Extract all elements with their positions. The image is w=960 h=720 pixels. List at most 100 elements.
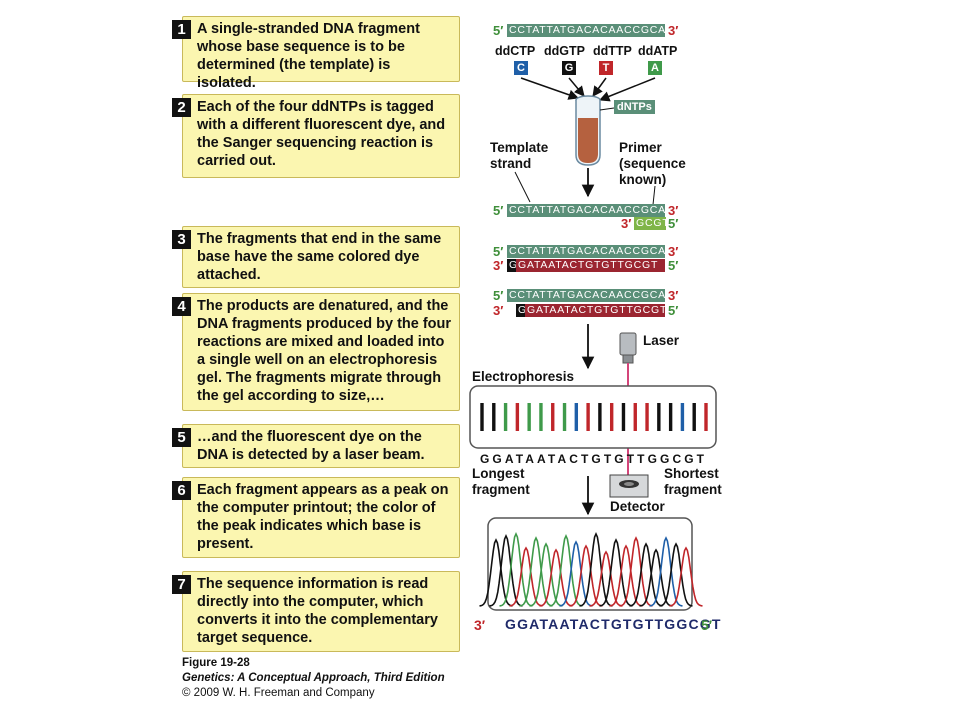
step-2-text: Each of the four ddNTPs is tagged with a… bbox=[197, 99, 446, 169]
five-prime-label: 5′ bbox=[493, 244, 504, 259]
step-5-box: …and the fluorescent dye on the DNA is d… bbox=[182, 424, 460, 468]
arrow-icon bbox=[520, 77, 579, 100]
chromatogram-peak bbox=[629, 542, 663, 607]
chromatogram-peak bbox=[499, 532, 533, 607]
chromatogram-peak bbox=[609, 544, 643, 607]
step-7-text: The sequence information is read directl… bbox=[197, 576, 438, 646]
chromatogram-peak bbox=[569, 544, 603, 607]
laser-label: Laser bbox=[643, 333, 680, 348]
c-base-box: C bbox=[514, 61, 528, 75]
step-2-box: Each of the four ddNTPs is tagged with a… bbox=[182, 94, 460, 178]
step-number: 2 bbox=[172, 98, 191, 117]
extended-strand-denatured: GATAATACTGTGTTGCGT bbox=[525, 304, 668, 317]
electrophoresis-gel bbox=[469, 385, 717, 449]
chromatogram-peak bbox=[549, 534, 583, 607]
chromatogram-peaks bbox=[479, 532, 703, 607]
five-prime-label: 5′ bbox=[668, 303, 679, 318]
three-prime-label: 3′ bbox=[493, 303, 504, 318]
arrow-icon bbox=[599, 77, 656, 102]
step-number: 6 bbox=[172, 481, 191, 500]
step-number: 4 bbox=[172, 297, 191, 316]
five-prime-label: 5′ bbox=[493, 288, 504, 303]
laser-icon bbox=[619, 332, 637, 364]
detector-label: Detector bbox=[610, 499, 665, 514]
shortest-fragment-label: Shortest fragment bbox=[664, 466, 722, 497]
template-strand-annealed: CCTATTATGACACAACCGCA bbox=[507, 204, 666, 217]
step-7-box: The sequence information is read directl… bbox=[182, 571, 460, 652]
ddctp-label: ddCTP bbox=[495, 44, 536, 58]
chromatogram-peak bbox=[519, 536, 553, 607]
five-prime-label: 5′ bbox=[701, 617, 713, 633]
extended-strand: GATAATACTGTGTTGCGT bbox=[516, 259, 665, 272]
step-6-box: Each fragment appears as a peak on the c… bbox=[182, 477, 460, 558]
step-1-box: A single-stranded DNA fragment whose bas… bbox=[182, 16, 460, 91]
five-prime-label: 5′ bbox=[668, 258, 679, 273]
gel-bands bbox=[480, 403, 708, 431]
step-number: 5 bbox=[172, 428, 191, 447]
three-prime-label: 3′ bbox=[668, 244, 679, 259]
three-prime-label: 3′ bbox=[493, 258, 504, 273]
ddgtp-label: ddGTP bbox=[544, 44, 585, 58]
chromatogram-peak bbox=[529, 542, 563, 607]
chromatogram-peak bbox=[479, 538, 513, 607]
step-number: 3 bbox=[172, 230, 191, 249]
chromatogram-peak bbox=[639, 548, 673, 607]
arrow-icon bbox=[592, 77, 607, 97]
template-strand-label: Template strand bbox=[490, 140, 549, 171]
g-terminator: G bbox=[507, 259, 518, 272]
electrophoresis-label: Electrophoresis bbox=[472, 369, 575, 384]
chromatogram-peak bbox=[599, 538, 633, 607]
copyright: © 2009 W. H. Freeman and Company bbox=[182, 687, 375, 699]
step-4-text: The products are denatured, and the DNA … bbox=[197, 298, 452, 404]
t-base-box: T bbox=[599, 61, 613, 75]
g-terminator: G bbox=[516, 304, 527, 317]
dntps-pointer bbox=[599, 107, 615, 111]
three-prime-label: 3′ bbox=[621, 216, 632, 231]
chromatogram-peak bbox=[669, 546, 703, 607]
g-base-box: G bbox=[562, 61, 576, 75]
arrow-icon bbox=[568, 77, 585, 97]
five-prime-label: 5′ bbox=[493, 23, 504, 38]
template-strand-top: CCTATTATGACACAACCGCA bbox=[507, 24, 666, 37]
chromatogram-peak bbox=[649, 536, 683, 607]
longest-fragment-label: Longest fragment bbox=[472, 466, 530, 497]
test-tube-icon bbox=[575, 95, 601, 166]
chromatogram-peak bbox=[659, 542, 693, 607]
detector-icon bbox=[609, 474, 649, 498]
template-strand-extended: CCTATTATGACACAACCGCA bbox=[507, 245, 666, 258]
dntps-label: dNTPs bbox=[614, 100, 655, 114]
three-prime-label: 3′ bbox=[668, 288, 679, 303]
step-number: 1 bbox=[172, 20, 191, 39]
chromatogram-peak bbox=[489, 534, 523, 607]
gel-readout-sequence: GGATAATACTGTGTTGGCGT bbox=[480, 452, 708, 466]
ddatp-label: ddATP bbox=[638, 44, 678, 58]
step-3-box: The fragments that end in the same base … bbox=[182, 226, 460, 288]
step-4-box: The products are denatured, and the DNA … bbox=[182, 293, 460, 411]
step-3-text: The fragments that end in the same base … bbox=[197, 231, 442, 283]
step-1-text: A single-stranded DNA fragment whose bas… bbox=[197, 21, 420, 91]
chromatogram-peak bbox=[509, 546, 543, 607]
book-title: Genetics: A Conceptual Approach, Third E… bbox=[182, 672, 445, 684]
step-number: 7 bbox=[172, 575, 191, 594]
ddttp-label: ddTTP bbox=[593, 44, 632, 58]
chromatogram-peak bbox=[619, 536, 653, 607]
step-5-text: …and the fluorescent dye on the DNA is d… bbox=[197, 429, 425, 463]
three-prime-label: 3′ bbox=[668, 203, 679, 218]
primer-label: Primer (sequence known) bbox=[619, 140, 686, 187]
three-prime-label: 3′ bbox=[668, 23, 679, 38]
chromatogram-peak bbox=[579, 532, 613, 607]
five-prime-label: 5′ bbox=[493, 203, 504, 218]
chromatogram-peak bbox=[559, 540, 593, 607]
step-6-text: Each fragment appears as a peak on the c… bbox=[197, 482, 449, 552]
a-base-box: A bbox=[648, 61, 662, 75]
template-strand-denatured: CCTATTATGACACAACCGCA bbox=[507, 289, 666, 302]
figure-number: Figure 19-28 bbox=[182, 657, 250, 669]
three-prime-label: 3′ bbox=[474, 617, 486, 633]
final-sequence: GGATAATACTGTGTTGGCGT bbox=[505, 616, 722, 632]
five-prime-label: 5′ bbox=[668, 216, 679, 231]
primer-strand: GCGT bbox=[634, 217, 670, 230]
chromatogram-peak bbox=[589, 550, 623, 607]
template-pointer bbox=[514, 171, 531, 203]
chromatogram-peak bbox=[539, 548, 573, 607]
